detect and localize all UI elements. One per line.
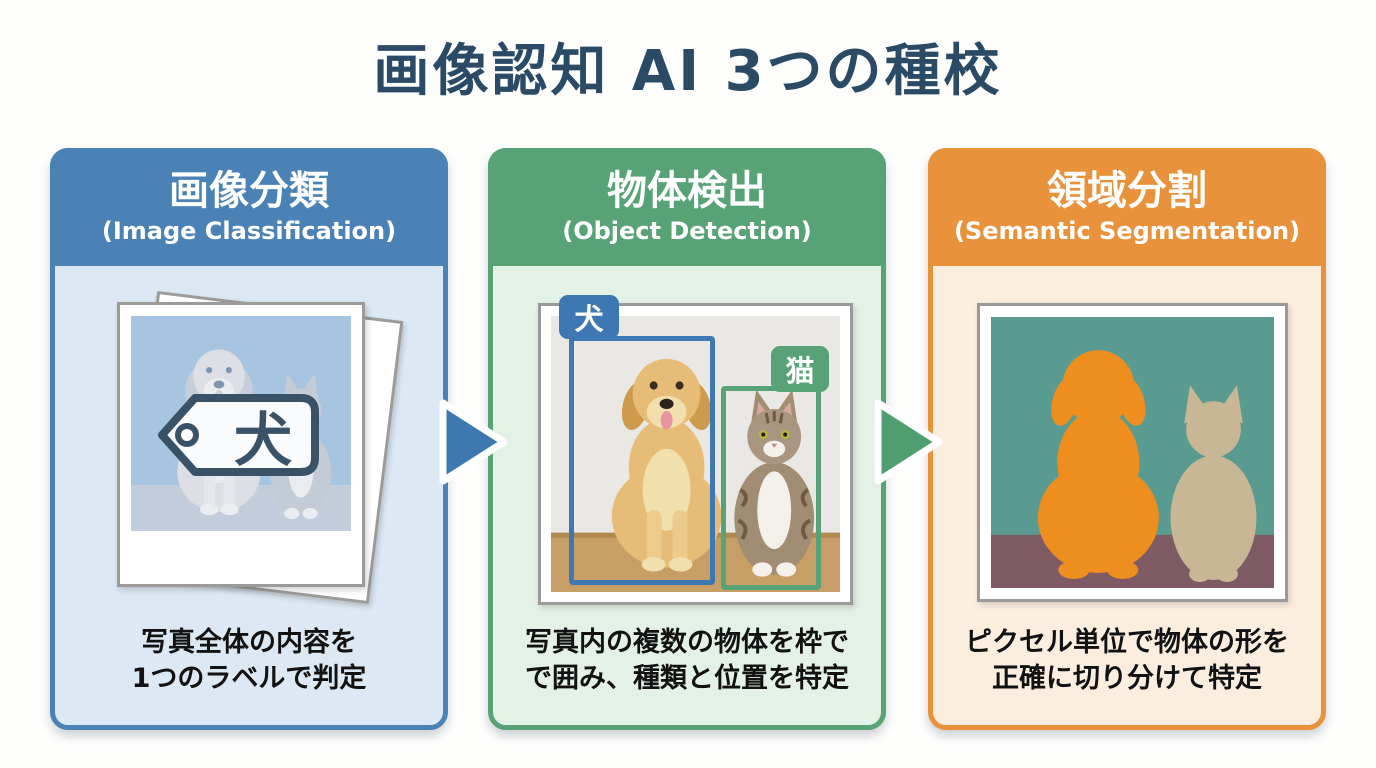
classification-title-en: (Image Classification) (101, 217, 397, 245)
detection-title-en: (Object Detection) (562, 217, 812, 245)
classification-caption: 写真全体の内容を 1つのラベルで判定 (63, 625, 435, 698)
segmentation-header: 領域分割 (Semantic Segmentation) (928, 148, 1326, 266)
detection-header: 物体検出 (Object Detection) (488, 148, 886, 266)
segmentation-caption-line2: 正確に切り分けて特定 (992, 663, 1262, 695)
tag-icon (158, 394, 319, 476)
detection-photo-frame: 犬 猫 (538, 295, 853, 605)
classification-header: 画像分類 (Image Classification) (50, 148, 448, 266)
detection-title-jp: 物体検出 (607, 168, 767, 214)
classification-tag: 犬 (155, 385, 325, 485)
segmentation-title-jp: 領域分割 (1047, 168, 1207, 214)
detection-caption-line2: で囲み、種類と位置を特定 (525, 663, 849, 695)
segmentation-title-en: (Semantic Segmentation) (953, 217, 1301, 245)
flow-arrow-1-icon (438, 398, 510, 486)
cat-box-label: 猫 (771, 346, 829, 392)
segmentation-caption: ピクセル単位で物体の形を 正確に切り分けて特定 (941, 625, 1313, 698)
cat-segment (1170, 385, 1257, 582)
classification-caption-line2: 1つのラベルで判定 (131, 663, 367, 695)
dog-bounding-box (569, 336, 715, 585)
dog-segment (1037, 350, 1159, 579)
card-semantic-segmentation: 領域分割 (Semantic Segmentation) (928, 148, 1326, 730)
classification-title-jp: 画像分類 (169, 168, 329, 214)
card-image-classification: 画像分類 (Image Classification) (50, 148, 448, 730)
segmentation-illustration (991, 317, 1274, 588)
dog-box-label: 犬 (559, 295, 619, 339)
cat-bounding-box (721, 386, 821, 590)
detection-caption-line1: 写真内の複数の物体を枠で (525, 627, 849, 658)
segmentation-map (991, 317, 1274, 588)
card-object-detection: 物体検出 (Object Detection) (488, 148, 886, 730)
segmentation-caption-line1: ピクセル単位で物体の形を (965, 627, 1289, 658)
segmentation-photo-frame (977, 303, 1288, 602)
flow-arrow-2-icon (873, 398, 945, 486)
classification-caption-line1: 写真全体の内容を (141, 627, 357, 658)
detection-caption: 写真内の複数の物体を枠で で囲み、種類と位置を特定 (501, 625, 873, 698)
page-title: 画像認知 AI 3つの種校 (373, 39, 1003, 104)
tag-label: 犬 (233, 406, 292, 474)
